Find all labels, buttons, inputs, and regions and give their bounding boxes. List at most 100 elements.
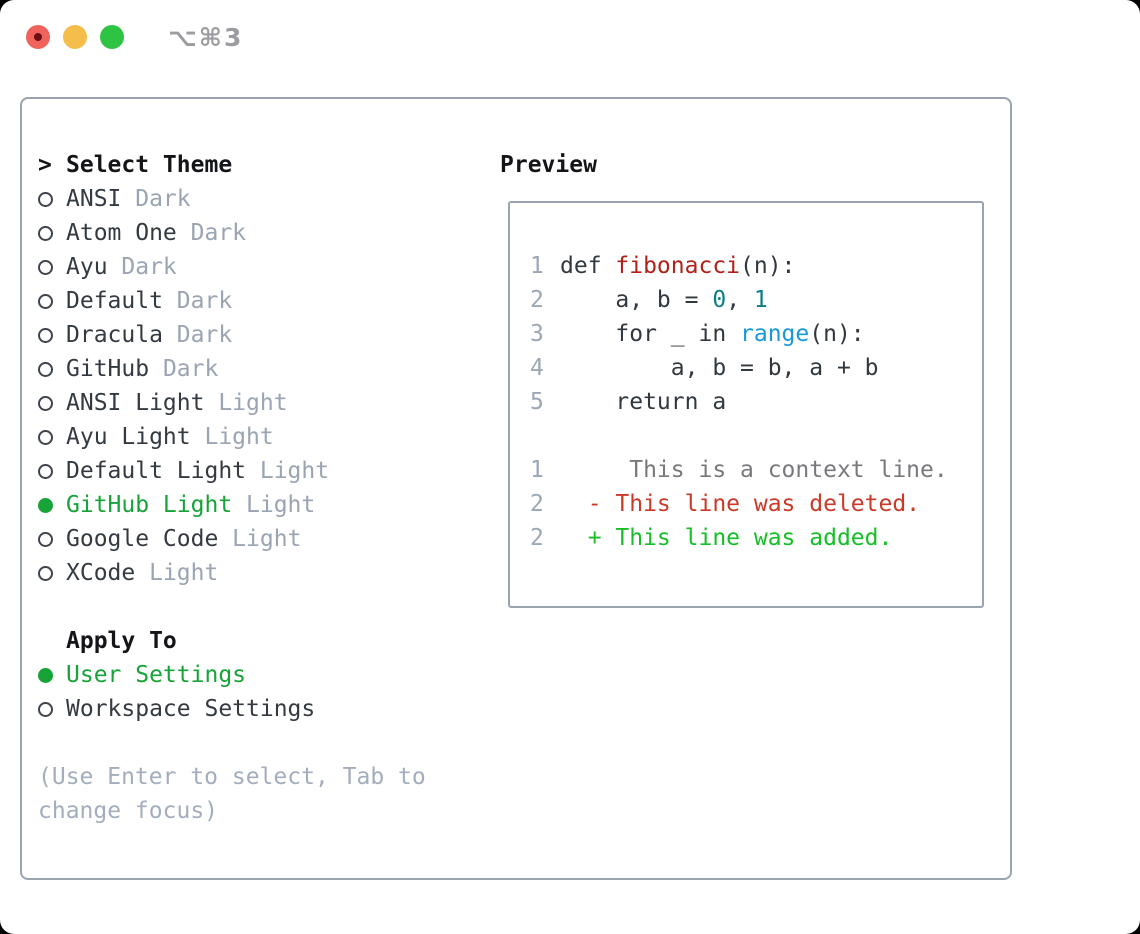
radio-icon — [38, 361, 53, 377]
radio-icon — [38, 327, 53, 343]
item-name: Default — [66, 288, 163, 314]
radio-icon — [38, 565, 53, 581]
item-variant: Dark — [107, 254, 177, 280]
code-line: 4 a, b = b, a + b — [530, 351, 948, 385]
close-button[interactable] — [26, 25, 50, 49]
code-token: + This line was added. — [560, 525, 893, 551]
hint-line-2: change focus) — [38, 798, 219, 824]
item-variant: Light — [190, 424, 274, 450]
code-token: return a — [560, 389, 727, 415]
line-number: 1 — [530, 457, 544, 483]
line-number: 2 — [530, 525, 544, 551]
radio-icon — [38, 701, 53, 717]
item-name: User Settings — [66, 662, 247, 688]
theme-item-ansi[interactable]: ANSI Dark — [38, 182, 426, 216]
close-button-dot-icon — [34, 33, 42, 41]
theme-item-ansi-light[interactable]: ANSI Light Light — [38, 386, 426, 420]
radio-icon — [38, 225, 53, 241]
window-title: ⌥⌘3 — [168, 23, 244, 52]
line-number: 1 — [530, 253, 544, 279]
item-variant: Dark — [121, 186, 191, 212]
minimize-button[interactable] — [63, 25, 87, 49]
code-line: 2 + This line was added. — [530, 521, 948, 555]
code-token: - This line was deleted. — [560, 491, 921, 517]
code-token: (n): — [740, 253, 796, 279]
item-variant: Dark — [176, 220, 247, 246]
code-line: 3 for _ in range(n): — [530, 317, 948, 351]
code-token: a, b = — [560, 287, 713, 313]
apply-option-workspace-settings[interactable]: Workspace Settings — [38, 692, 426, 726]
item-variant: Light — [246, 458, 330, 484]
item-variant: Dark — [149, 356, 219, 382]
radio-icon — [38, 259, 53, 275]
code-token: (n): — [809, 321, 865, 347]
code-token: fibonacci — [615, 253, 741, 279]
theme-item-xcode[interactable]: XCode Light — [38, 556, 426, 590]
line-number: 5 — [530, 389, 544, 415]
item-name: ANSI Light — [66, 390, 205, 416]
theme-item-atom-one[interactable]: Atom One Dark — [38, 216, 426, 250]
code-line: 2 - This line was deleted. — [530, 487, 948, 521]
item-name: Google Code — [66, 526, 219, 552]
apply-option-user-settings[interactable]: User Settings — [38, 658, 426, 692]
code-token: This is a context line. — [560, 457, 948, 483]
prompt-icon: > — [38, 152, 52, 178]
theme-item-github-light[interactable]: GitHub Light Light — [38, 488, 426, 522]
select-theme-label: Select Theme — [66, 152, 233, 178]
maximize-button[interactable] — [100, 25, 124, 49]
radio-icon — [38, 191, 53, 207]
code-token: a, b = b, a + b — [560, 355, 879, 381]
line-number: 2 — [530, 491, 544, 517]
item-variant: Light — [218, 526, 302, 552]
theme-item-dracula[interactable]: Dracula Dark — [38, 318, 426, 352]
line-number: 3 — [530, 321, 544, 347]
apply-to-list: User Settings Workspace Settings — [38, 658, 426, 726]
code-line: 1 def fibonacci(n): — [530, 249, 948, 283]
item-name: XCode — [66, 560, 136, 586]
code-token: for _ in — [560, 321, 741, 347]
radio-icon — [38, 497, 53, 513]
item-name: Ayu — [66, 254, 108, 280]
theme-item-google-code[interactable]: Google Code Light — [38, 522, 426, 556]
code-line: 1 This is a context line. — [530, 453, 948, 487]
theme-item-default[interactable]: Default Dark — [38, 284, 426, 318]
item-variant: Light — [232, 492, 316, 518]
apply-to-label: Apply To — [66, 628, 177, 654]
item-name: Default Light — [66, 458, 247, 484]
line-number: 2 — [530, 287, 544, 313]
theme-selector: > Select Theme ANSI Dark Atom One Dark A… — [38, 148, 426, 828]
item-name: GitHub — [66, 356, 150, 382]
item-name: GitHub Light — [66, 492, 233, 518]
apply-to-header: Apply To — [38, 624, 426, 658]
theme-item-ayu[interactable]: Ayu Dark — [38, 250, 426, 284]
code-line: 5 return a — [530, 385, 948, 419]
preview-label: Preview — [500, 152, 597, 178]
theme-item-ayu-light[interactable]: Ayu Light Light — [38, 420, 426, 454]
item-variant: Light — [204, 390, 288, 416]
theme-panel: > Select Theme ANSI Dark Atom One Dark A… — [20, 97, 1012, 880]
code-token: 1 — [753, 287, 768, 313]
code-line — [530, 419, 948, 453]
radio-icon — [38, 463, 53, 479]
radio-icon — [38, 667, 53, 683]
radio-icon — [38, 429, 53, 445]
spacer — [38, 726, 426, 760]
code-token: def — [560, 253, 616, 279]
theme-item-github[interactable]: GitHub Dark — [38, 352, 426, 386]
theme-item-default-light[interactable]: Default Light Light — [38, 454, 426, 488]
code-token: range — [740, 321, 810, 347]
code-token: 0 — [712, 287, 727, 313]
radio-icon — [38, 293, 53, 309]
item-name: Dracula — [66, 322, 163, 348]
item-name: Atom One — [66, 220, 177, 246]
item-variant: Light — [135, 560, 219, 586]
item-name: Ayu Light — [66, 424, 191, 450]
item-name: ANSI — [66, 186, 122, 212]
hint-line-1: (Use Enter to select, Tab to — [38, 764, 426, 790]
code-line: 2 a, b = 0, 1 — [530, 283, 948, 317]
code-token: , — [726, 287, 754, 313]
spacer — [38, 590, 426, 624]
